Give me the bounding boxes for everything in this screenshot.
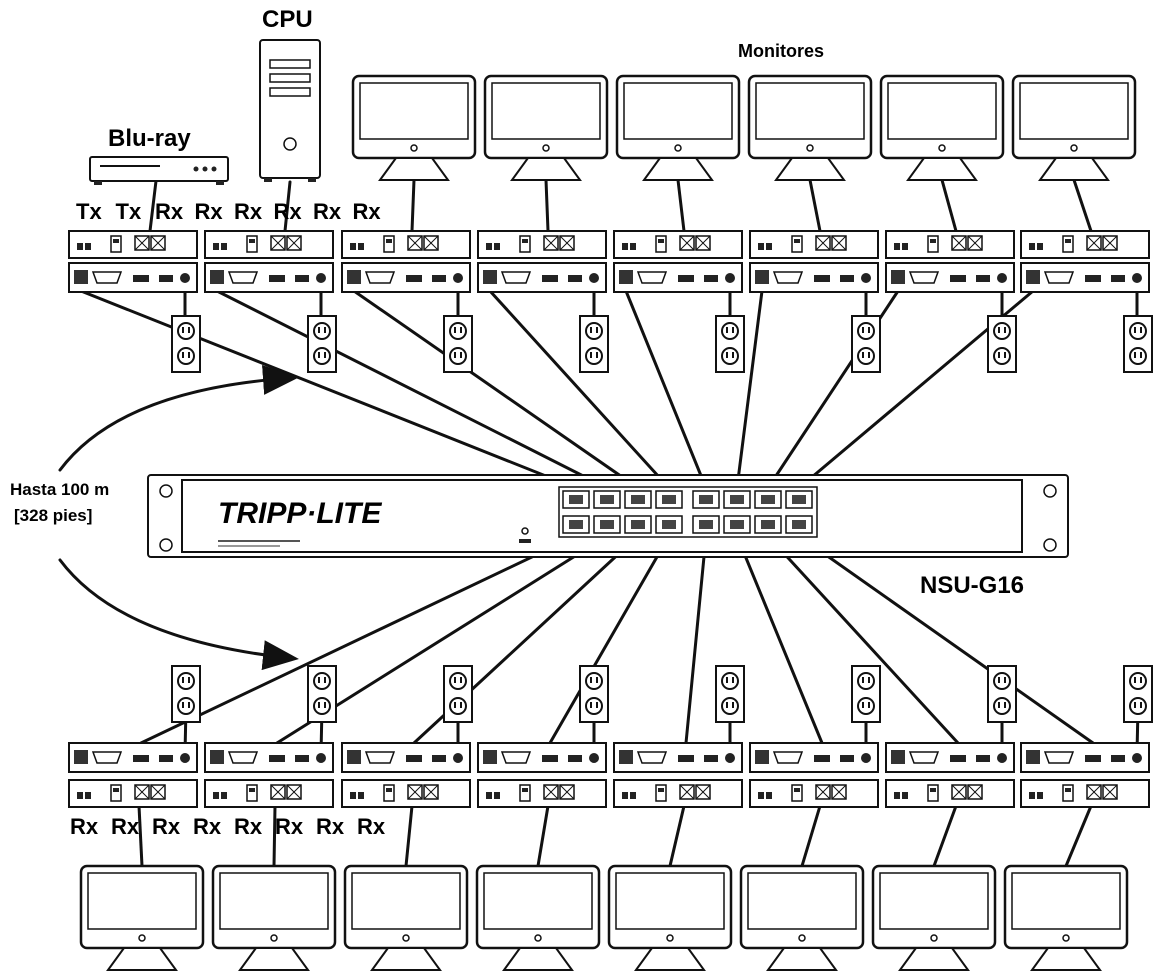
power-outlet [1123,665,1153,723]
monitor [483,74,609,181]
monitor [1003,864,1129,971]
power-outlet [579,315,609,373]
extender-unit [613,230,743,293]
power-outlet [987,665,1017,723]
power-outlet [307,665,337,723]
power-outlet [715,315,745,373]
distance-arrows [58,364,299,671]
bottom-unit-type-label: Rx [357,814,386,839]
top-monitor-row [351,74,1137,181]
monitor [351,74,477,181]
extender-unit [613,742,743,808]
extender-unit [477,742,607,808]
bottom-unit-type-label: Rx [111,814,140,839]
power-outlet [851,315,881,373]
monitor [79,864,205,971]
power-outlet [851,665,881,723]
extender-unit [1020,742,1150,808]
top-unit-type-label: Rx [353,199,382,224]
top-unit-type-label: Tx [116,199,142,224]
bottom-monitor-row [79,864,1129,971]
top-row-type-labels: Tx Tx Rx Rx Rx Rx Rx Rx [76,199,381,224]
monitor [747,74,873,181]
extender-unit [749,742,879,808]
bottom-unit-type-label: Rx [275,814,304,839]
monitor [871,864,997,971]
power-outlet [715,665,745,723]
distance-label-line1: Hasta 100 m [10,480,109,499]
extender-unit [885,230,1015,293]
power-outlet [1123,315,1153,373]
power-outlet [443,665,473,723]
monitor [1011,74,1137,181]
bottom-unit-type-label: Rx [234,814,263,839]
extender-unit [204,230,334,293]
bottom-unit-type-label: Rx [193,814,222,839]
power-outlet [443,315,473,373]
network-switch: TRIPP·LITE [147,474,1069,558]
extender-unit [1020,230,1150,293]
top-unit-type-label: Rx [234,199,263,224]
extender-unit [885,742,1015,808]
extender-unit [749,230,879,293]
top-outlet-row [171,315,1153,373]
switch-model-label: NSU-G16 [920,572,1024,599]
bottom-extender-row [68,742,1150,808]
power-outlet [171,315,201,373]
top-unit-type-label: Rx [195,199,224,224]
top-unit-type-label: Rx [313,199,342,224]
bottom-unit-type-label: Rx [152,814,181,839]
cpu-tower [259,39,321,182]
bluray-player [89,156,229,185]
monitors-label: Monitores [738,41,824,61]
monitor [607,864,733,971]
extender-unit [341,230,471,293]
power-outlet [579,665,609,723]
power-outlet [171,665,201,723]
top-extender-row [68,230,1150,293]
top-unit-type-label: Rx [274,199,303,224]
extender-unit [341,742,471,808]
top-unit-type-label: Tx [76,199,102,224]
switch-port-block [558,486,818,538]
power-outlet [307,315,337,373]
bottom-unit-type-label: Rx [70,814,99,839]
extender-unit [204,742,334,808]
bottom-row-type-labels: Rx Rx Rx Rx Rx Rx Rx Rx [70,814,386,839]
monitor [739,864,865,971]
extender-unit [68,742,198,808]
extender-unit [477,230,607,293]
monitor [211,864,337,971]
monitor [475,864,601,971]
power-outlet [987,315,1017,373]
switch-brand-logo: TRIPP·LITE [218,497,382,530]
monitor [879,74,1005,181]
bottom-outlet-row [171,665,1153,723]
monitor [343,864,469,971]
monitor [615,74,741,181]
cpu-label: CPU [262,6,313,33]
bottom-unit-type-label: Rx [316,814,345,839]
distance-label-line2: [328 pies] [14,506,92,525]
extender-unit [68,230,198,293]
bluray-label: Blu-ray [108,125,191,152]
top-unit-type-label: Rx [155,199,184,224]
